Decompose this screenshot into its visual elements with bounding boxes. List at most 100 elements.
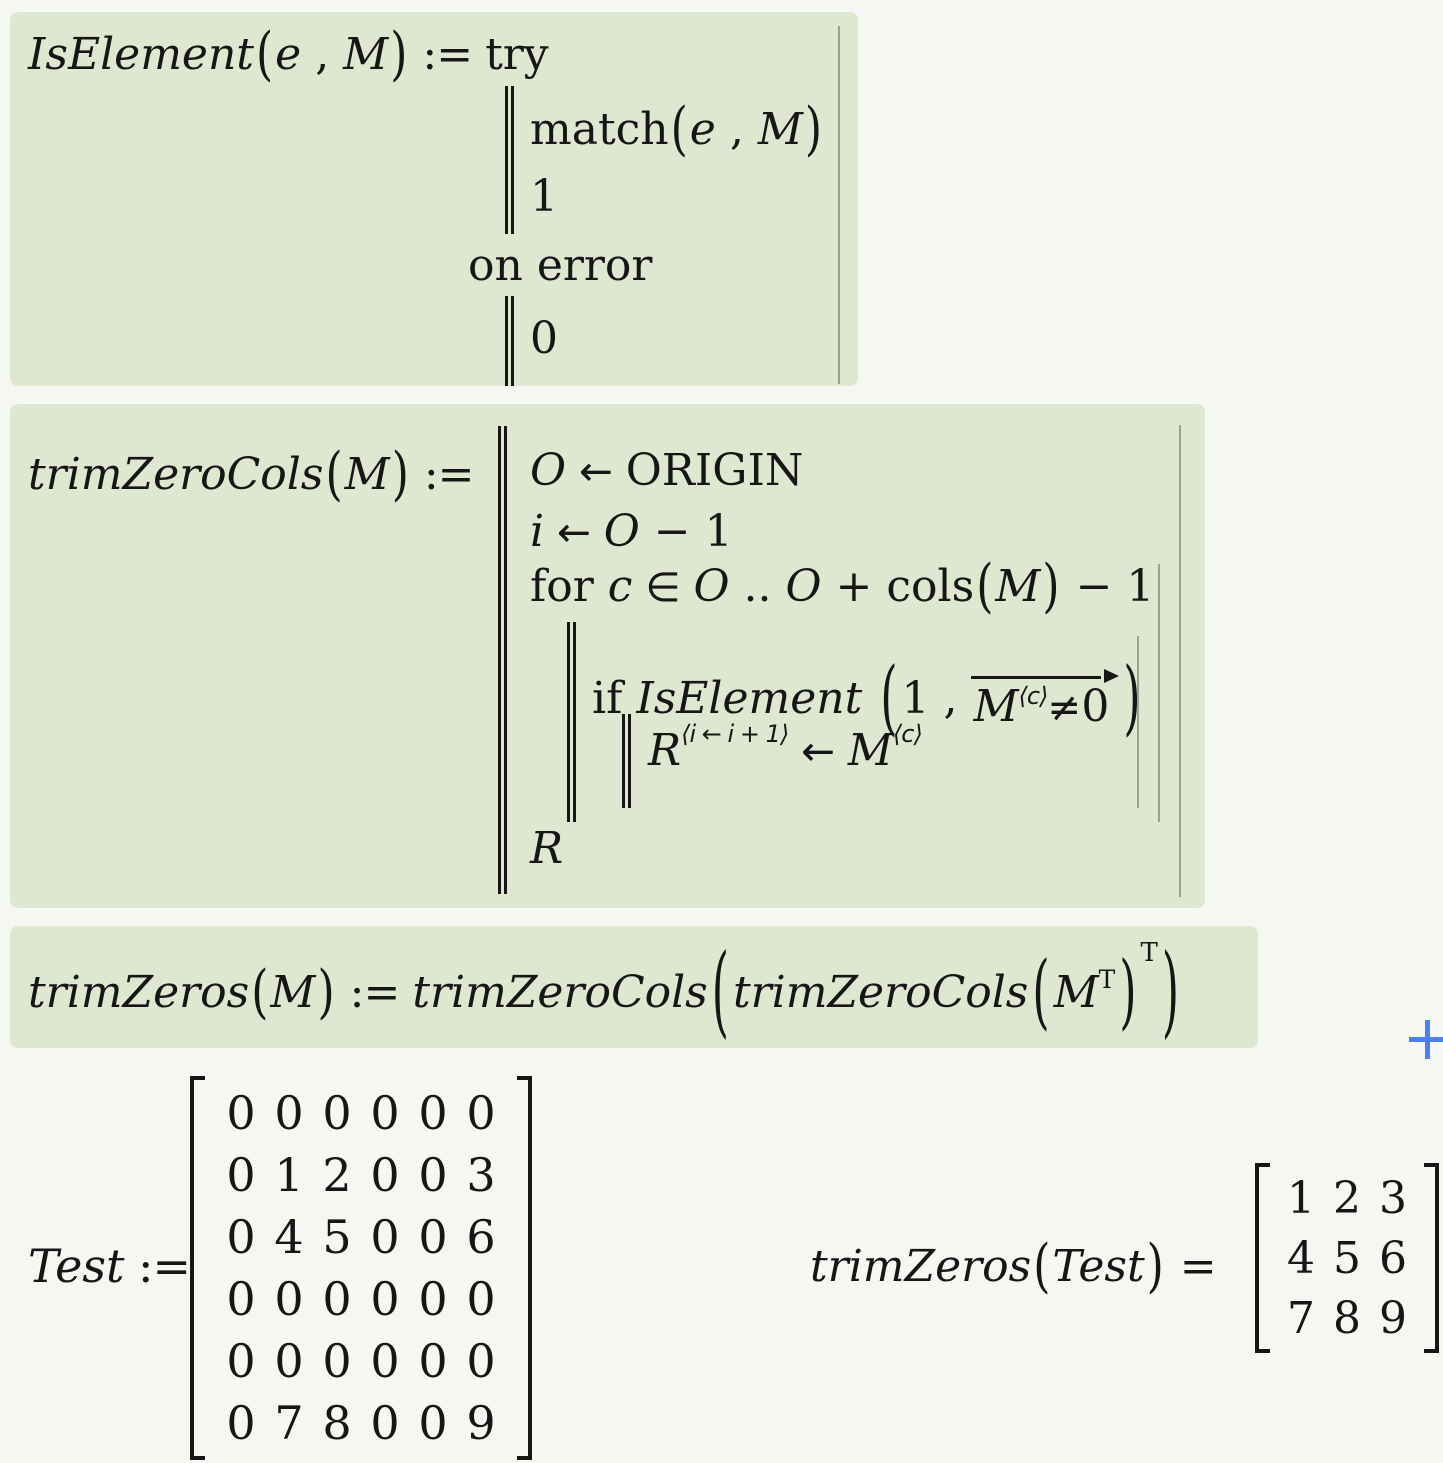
open-paren: ( (880, 650, 898, 746)
math-token: trimZeroCols (412, 967, 708, 1018)
math-token: O (693, 561, 730, 612)
program-bar-for-body (567, 622, 576, 822)
matrix-cell: 0 (226, 1210, 256, 1264)
math-token: M (757, 104, 803, 155)
matrix-cell: 6 (1379, 1232, 1407, 1284)
math-token: 0 (530, 313, 558, 364)
math-token: := (336, 967, 413, 1018)
math-token: ORIGIN (625, 445, 804, 496)
matrix-cell: 1 (1287, 1172, 1315, 1224)
math-token: ( (325, 440, 343, 508)
math-token: M (995, 561, 1041, 612)
matrix-cell: 7 (274, 1396, 304, 1450)
math-token: ) (1161, 934, 1179, 1050)
program-bar-main (498, 426, 507, 894)
try-body-line-value: 1 (530, 169, 558, 225)
math-token: trimZeroCols (732, 967, 1029, 1018)
matrix-cell: 0 (418, 1148, 448, 1202)
matrix-cell: 4 (1287, 1232, 1315, 1284)
test-assignment-label: Test := (28, 1238, 204, 1294)
math-token: ( (976, 552, 994, 620)
math-token: trimZeroCols (28, 449, 324, 500)
trim-zero-cols-signature: trimZeroCols(M) := (28, 445, 487, 505)
math-region-trim-zero-cols[interactable]: trimZeroCols(M) := O ← ORIGIN i ← O − 1 … (10, 404, 1205, 908)
matrix-cell: 0 (226, 1148, 256, 1202)
matrix-cell: 9 (466, 1396, 496, 1450)
if-keyword-and-function: if IsElement (592, 677, 876, 721)
math-token: − 1 (639, 506, 733, 557)
math-token: if (592, 673, 637, 724)
matrix-cell: 9 (1379, 1292, 1407, 1344)
matrix-cell: 0 (466, 1272, 496, 1326)
matrix-cell: 0 (370, 1086, 400, 1140)
math-token: trimZeros (28, 967, 250, 1018)
matrix-cell: 0 (226, 1272, 256, 1326)
math-token: try (485, 29, 549, 80)
math-token: on error (468, 240, 653, 291)
math-token: cols (886, 561, 975, 612)
matrix-cell: 0 (274, 1272, 304, 1326)
matrix-cell: 0 (418, 1272, 448, 1326)
math-token: .. (729, 561, 786, 612)
matrix-cell: 1 (274, 1148, 304, 1202)
math-token: match (530, 104, 669, 155)
matrix-cell: 0 (418, 1086, 448, 1140)
math-token: ) (804, 95, 823, 163)
math-token: T (1140, 938, 1158, 968)
math-token: Test (1052, 1241, 1145, 1292)
is-element-signature: IsElement(e , M) := try (28, 20, 549, 88)
math-token: ) (1146, 1232, 1164, 1300)
math-token: for (530, 561, 608, 612)
math-token: , (301, 29, 344, 80)
matrix-cell: 0 (466, 1334, 496, 1388)
matrix-cell: 7 (1287, 1292, 1315, 1344)
matrix-cell: 0 (466, 1086, 496, 1140)
matrix-cell: 2 (322, 1148, 352, 1202)
region-edge-line (1179, 425, 1181, 897)
program-edge-line-for (1158, 564, 1160, 822)
math-token: + (821, 561, 887, 612)
math-token: := (124, 1239, 204, 1293)
matrix-cell: 0 (370, 1210, 400, 1264)
error-body-line-value: 0 (530, 309, 558, 369)
math-token: ( (1032, 944, 1050, 1040)
math-token: M (343, 29, 389, 80)
matrix-cell: 0 (322, 1334, 352, 1388)
program-bar-if-body (622, 714, 631, 808)
matrix-cell: 8 (322, 1396, 352, 1450)
math-region-is-element[interactable]: IsElement(e , M) := try match(e , M) 1 o… (10, 12, 858, 386)
math-token: ) (1042, 552, 1060, 620)
line-for-loop: for c ∈ O .. O + cols(M) − 1 (530, 556, 1154, 618)
math-token: ) (390, 20, 408, 88)
math-token: R (530, 823, 564, 874)
math-token: R (648, 725, 682, 776)
matrix-cell: 3 (1379, 1172, 1407, 1224)
matrix-cell: 0 (370, 1396, 400, 1450)
math-region-trim-zeros[interactable]: trimZeros(M) := trimZeroCols(trimZeroCol… (10, 926, 1258, 1048)
math-token: ∈ (632, 562, 694, 611)
math-token: ← (566, 446, 626, 495)
matrix-bracket-left (190, 1076, 205, 1460)
matrix-cell: 0 (322, 1086, 352, 1140)
math-token: ( (670, 95, 688, 163)
program-edge-line-if (1137, 636, 1139, 808)
matrix-cell: 4 (274, 1210, 304, 1264)
math-token: M (270, 967, 316, 1018)
math-token: ( (251, 958, 269, 1026)
math-token: M (847, 725, 893, 776)
line-if-condition: if IsElement ( 1 , M⟨c⟩≠0 ) (592, 640, 1145, 758)
line-return-value: R (530, 819, 563, 879)
matrix-cell: 5 (322, 1210, 352, 1264)
math-token: ⟨c⟩ (892, 720, 923, 748)
math-token: c (607, 561, 633, 612)
math-token: ) (317, 958, 335, 1026)
matrix-cell: 8 (1333, 1292, 1361, 1344)
region-edge-line (838, 26, 840, 384)
math-token: ⟨i ← i + 1⟩ (681, 720, 789, 748)
math-token: 1 , (901, 673, 972, 724)
math-token: O (603, 506, 640, 557)
